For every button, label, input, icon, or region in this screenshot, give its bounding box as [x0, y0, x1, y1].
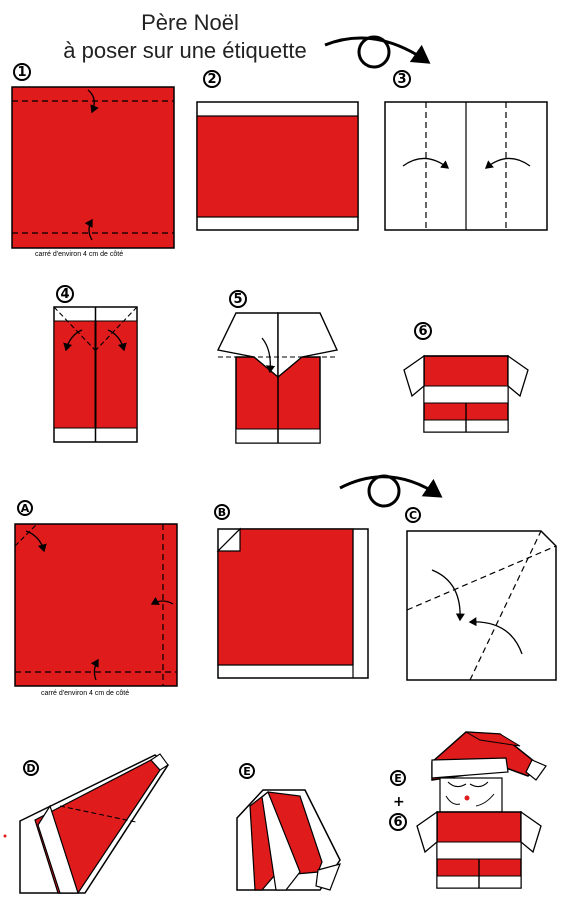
step-4-narrow	[53, 306, 138, 443]
flip-arrow-lower	[339, 474, 443, 508]
step-2-folded	[196, 101, 359, 231]
final-santa	[416, 731, 547, 889]
step-5-collar	[216, 312, 339, 444]
step-label-5: 5	[229, 290, 247, 308]
step-3-white-square	[384, 101, 548, 231]
step-A-square	[14, 523, 178, 687]
step-label-B: B	[214, 504, 230, 520]
title-line-1: Père Noël	[141, 10, 239, 35]
title-line-2: à poser sur une étiquette	[63, 38, 307, 63]
step-label-3: 3	[393, 70, 411, 88]
step-label-E-final: E	[390, 770, 406, 786]
step-label-2: 2	[203, 70, 221, 88]
step-label-A: A	[17, 500, 33, 516]
step-C-white-square	[406, 530, 557, 681]
step-B-folded	[216, 527, 369, 679]
step-label-4: 4	[56, 285, 74, 303]
step-1-square	[11, 86, 175, 249]
caption-square-size-b: carré d'environ 4 cm de côté	[41, 690, 130, 697]
step-label-1: 1	[13, 63, 31, 81]
step-label-6: 6	[414, 322, 432, 340]
plus-sign: +	[393, 794, 405, 810]
stray-dot	[3, 834, 7, 838]
flip-arrow-top	[324, 35, 431, 69]
step-E-hat	[236, 789, 341, 891]
caption-square-size: carré d'environ 4 cm de côté	[35, 251, 124, 258]
step-label-D: D	[23, 760, 39, 776]
step-label-E: E	[239, 763, 255, 779]
step-label-6-final: 6	[389, 813, 407, 831]
step-label-C: C	[405, 507, 421, 523]
step-6-body	[403, 354, 529, 433]
step-D-hat	[19, 753, 170, 894]
